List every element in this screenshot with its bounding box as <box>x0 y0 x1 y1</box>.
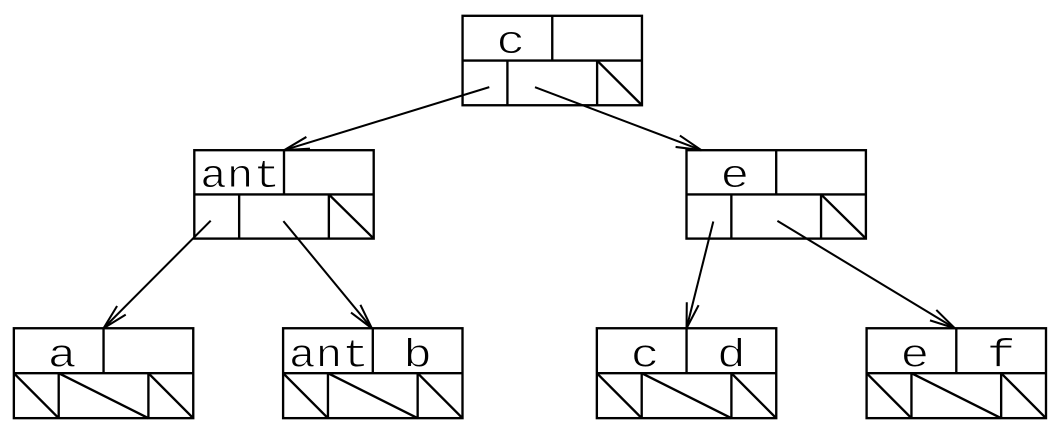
svg-text:ant: ant <box>200 155 280 200</box>
svg-text:c: c <box>631 334 660 379</box>
svg-text:a: a <box>48 334 77 379</box>
svg-text:e: e <box>900 334 929 379</box>
svg-text:c: c <box>496 21 525 66</box>
svg-text:d: d <box>717 334 746 379</box>
svg-text:ant: ant <box>289 334 369 379</box>
svg-text:f: f <box>987 334 1016 379</box>
svg-text:e: e <box>720 155 749 200</box>
svg-text:b: b <box>403 334 432 379</box>
